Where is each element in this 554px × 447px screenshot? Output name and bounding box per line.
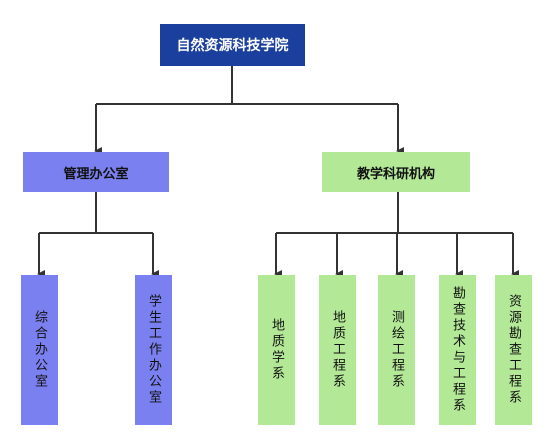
leaf-resource-exploration-dept: 资源勘查工程系 — [495, 275, 532, 425]
node-teaching-research: 教学科研机构 — [322, 152, 470, 192]
leaf-geological-engineering-dept: 地质工程系 — [319, 275, 356, 425]
node-management-office: 管理办公室 — [23, 152, 169, 192]
leaf-general-office: 综合办公室 — [21, 275, 58, 425]
leaf-student-affairs-office: 学生工作办公室 — [135, 275, 172, 425]
leaf-geology-dept: 地质学系 — [258, 275, 295, 425]
leaf-exploration-tech-dept: 勘查技术与工程系 — [439, 275, 476, 425]
leaf-surveying-engineering-dept: 测绘工程系 — [378, 275, 415, 425]
root-node: 自然资源科技学院 — [160, 24, 305, 66]
